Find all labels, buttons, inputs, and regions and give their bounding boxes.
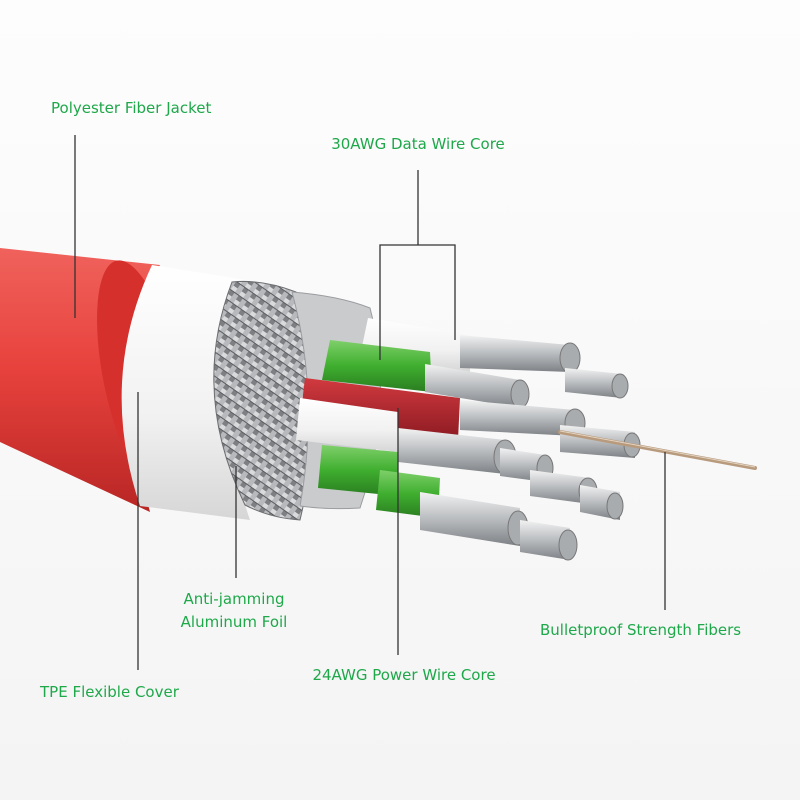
label-aluminum-foil-line2: Aluminum Foil — [180, 613, 288, 632]
label-polyester-jacket: Polyester Fiber Jacket — [51, 99, 212, 117]
green-wire-bottom — [318, 445, 398, 496]
leader-lines — [74, 135, 666, 670]
label-aluminum-foil-line1: Anti-jamming — [183, 590, 285, 608]
green-wire-top — [322, 340, 432, 392]
braided-shield — [213, 280, 315, 521]
label-tpe-cover: TPE Flexible Cover — [40, 683, 179, 701]
label-data-wire-core: 30AWG Data Wire Core — [331, 135, 505, 153]
label-aluminum-foil: Anti-jamming Aluminum Foil — [181, 588, 288, 635]
label-power-wire-core: 24AWG Power Wire Core — [312, 666, 496, 684]
label-strength-fibers: Bulletproof Strength Fibers — [540, 621, 742, 639]
copper-strand-bundles — [398, 335, 641, 561]
white-wire-middle — [296, 398, 398, 452]
strength-fiber-rod — [558, 430, 757, 470]
